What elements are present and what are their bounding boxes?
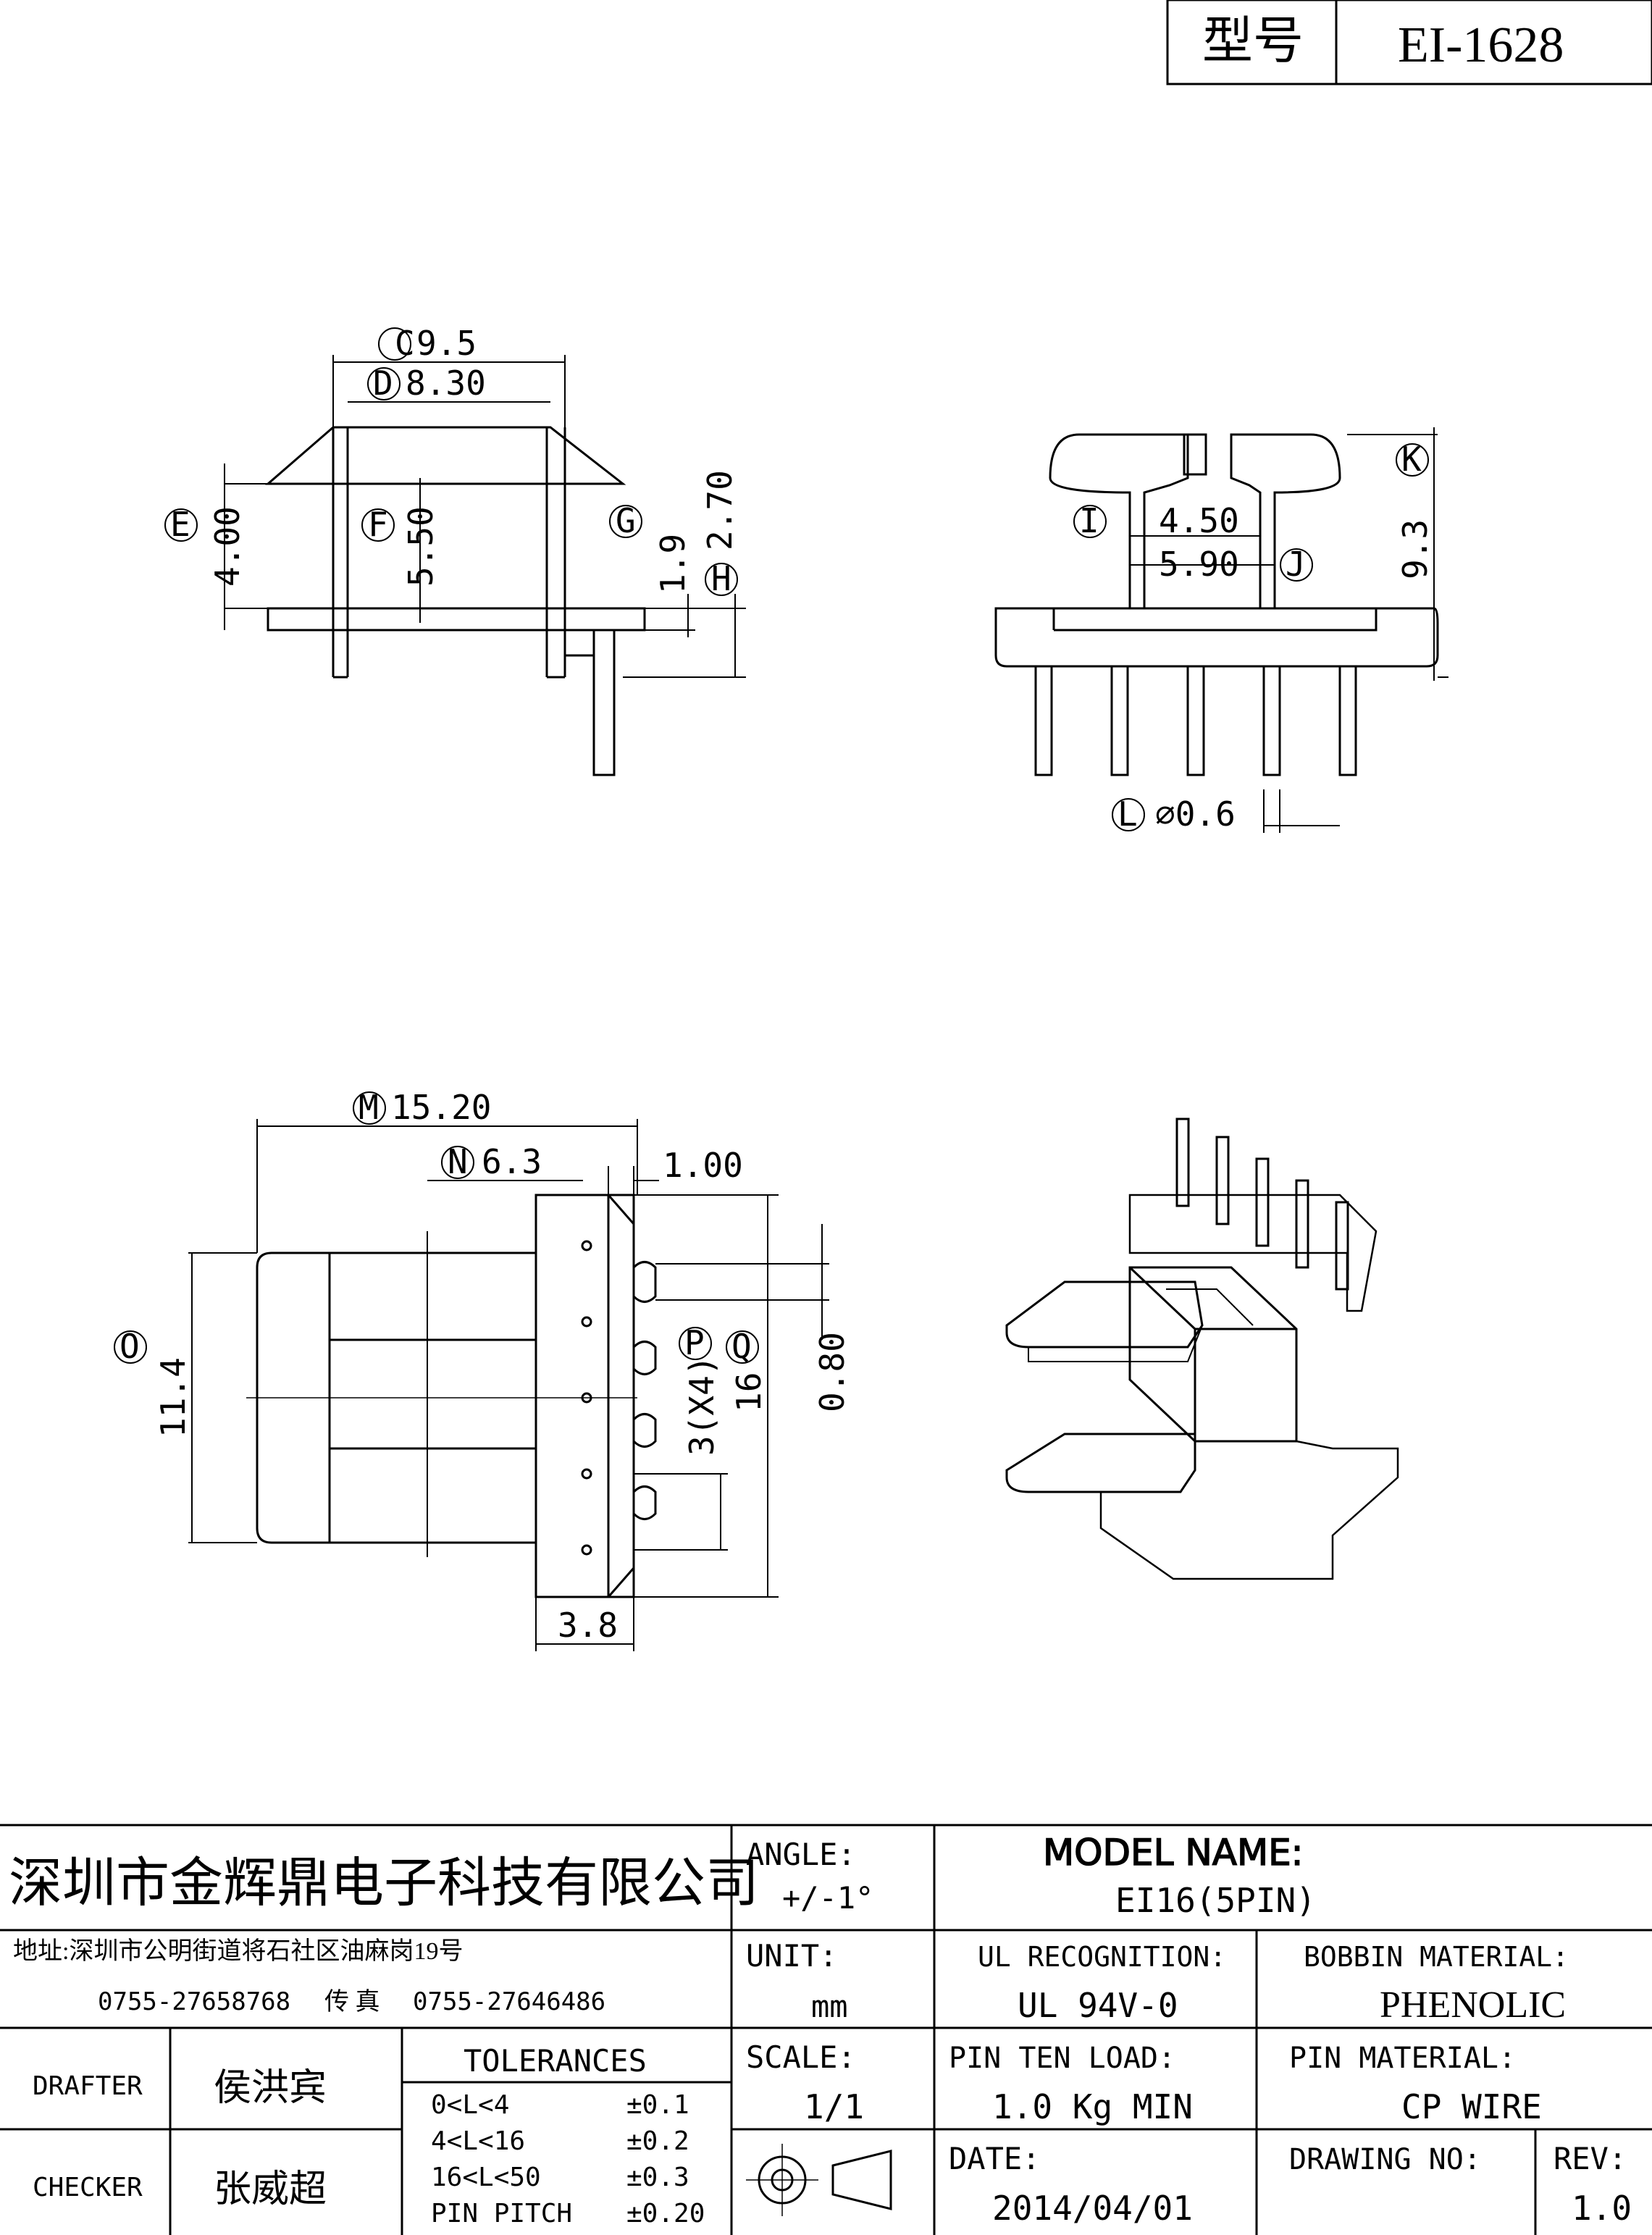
rev-label: REV: xyxy=(1554,2141,1627,2176)
bobbin-value: PHENOLIC xyxy=(1380,1984,1566,2026)
dim-f-value: 5.50 xyxy=(401,506,440,587)
tol-0-range: 0<L<4 xyxy=(431,2090,509,2120)
unit-value: mm xyxy=(811,1989,848,2024)
dim-g-value: 1.9 xyxy=(653,534,692,594)
dim-l-value: ⌀0.6 xyxy=(1155,794,1236,834)
tol-1-range: 4<L<16 xyxy=(431,2126,525,2156)
pin-ten-label: PIN TEN LOAD: xyxy=(949,2042,1175,2075)
company-fax: 0755-27646486 xyxy=(413,1987,605,2016)
tol-0-value: ±0.1 xyxy=(626,2090,689,2120)
tol-3-value: ±0.20 xyxy=(626,2199,705,2228)
dim-g2-value: 2.70 xyxy=(700,470,739,550)
top-right-view xyxy=(994,427,1448,833)
unit-label: UNIT: xyxy=(746,1938,837,1974)
drafter-value: 侯洪宾 xyxy=(214,2068,327,2109)
label-circles xyxy=(114,327,1429,1364)
dim-q-value: 16 xyxy=(729,1372,768,1412)
checker-value: 张威超 xyxy=(214,2169,327,2210)
scale-value: 1/1 xyxy=(804,2087,864,2126)
angle-value: +/-1° xyxy=(782,1880,873,1916)
pin-material-value: CP WIRE xyxy=(1401,2087,1542,2126)
model-header-box xyxy=(1166,0,1652,85)
model-name-value: EI16(5PIN) xyxy=(1115,1881,1316,1920)
dim-e-value: 4.00 xyxy=(208,506,247,587)
dim-s-value: 3.8 xyxy=(558,1606,618,1645)
tol-2-range: 16<L<50 xyxy=(431,2163,541,2192)
dim-m-value: 15.20 xyxy=(391,1088,491,1127)
dim-r-value: 0.80 xyxy=(813,1332,852,1412)
dim-k-value: 9.3 xyxy=(1396,519,1435,579)
fax-label: 传 真 xyxy=(324,1988,380,2016)
model-name-label: MODEL NAME: xyxy=(1043,1832,1304,1874)
model-value: EI-1628 xyxy=(1398,17,1564,73)
ul-value: UL 94V-0 xyxy=(1018,1986,1178,2025)
dim-n2-value: 1.00 xyxy=(663,1146,743,1185)
checker-label: CHECKER xyxy=(33,2173,143,2202)
top-left-view xyxy=(224,355,746,776)
company-phone: 0755-27658768 xyxy=(98,1987,290,2016)
model-label: 型号 xyxy=(1202,14,1304,70)
drafter-label: DRAFTER xyxy=(33,2071,143,2101)
dim-p-value: 3(X4) xyxy=(682,1356,721,1456)
dim-i-value: 4.50 xyxy=(1159,501,1239,540)
angle-label: ANGLE: xyxy=(746,1837,856,1872)
bottom-left-view xyxy=(188,1119,829,1651)
pin-ten-value: 1.0 Kg MIN xyxy=(992,2087,1193,2126)
tolerances-label: TOLERANCES xyxy=(464,2043,647,2079)
scale-label: SCALE: xyxy=(746,2039,856,2075)
drawing-no-label: DRAWING NO: xyxy=(1289,2143,1481,2176)
pin-material-label: PIN MATERIAL: xyxy=(1289,2042,1516,2075)
company-name: 深圳市金辉鼎电子科技有限公司 xyxy=(9,1854,759,1913)
date-label: DATE: xyxy=(949,2141,1040,2176)
dim-o-value: 11.4 xyxy=(154,1357,193,1438)
tol-1-value: ±0.2 xyxy=(626,2126,689,2156)
rev-value: 1.0 xyxy=(1572,2189,1632,2228)
dim-c-value: 9.5 xyxy=(416,324,477,363)
title-block-lines xyxy=(0,1824,1652,2235)
date-value: 2014/04/01 xyxy=(992,2189,1193,2228)
dim-d-value: 8.30 xyxy=(406,364,486,403)
tol-2-value: ±0.3 xyxy=(626,2163,689,2192)
ul-label: UL RECOGNITION: xyxy=(978,1941,1226,1973)
dim-j-value: 5.90 xyxy=(1159,545,1239,584)
isometric-view xyxy=(1005,1118,1399,1580)
bobbin-label: BOBBIN MATERIAL: xyxy=(1304,1941,1569,1973)
company-address: 地址:深圳市公明街道将石社区油麻岗19号 xyxy=(13,1937,463,1965)
dim-n-value: 6.3 xyxy=(482,1142,542,1181)
tol-3-range: PIN PITCH xyxy=(431,2199,572,2228)
